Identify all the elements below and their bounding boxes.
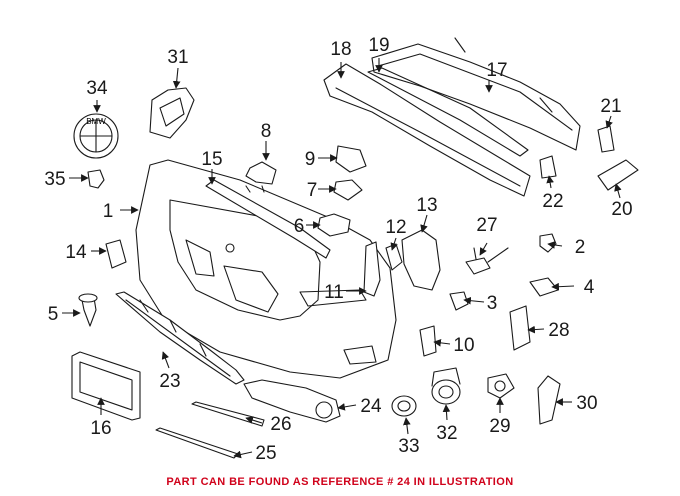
callout-35: 35 (44, 169, 65, 190)
callout-18: 18 (330, 39, 351, 60)
part-9-cap (335, 145, 367, 173)
callout-33: 33 (398, 436, 419, 457)
callout-7: 7 (307, 180, 318, 201)
callout-30: 30 (576, 393, 597, 414)
emblem-text: BMW (86, 117, 106, 126)
part-10-reflector (419, 325, 437, 357)
part-2-bolt (539, 233, 557, 253)
part-28-trim (509, 305, 531, 351)
callout-28: 28 (548, 320, 569, 341)
leader-lines (62, 58, 622, 459)
part-20-strip (597, 159, 639, 191)
callout-3: 3 (487, 293, 498, 314)
callout-15: 15 (201, 149, 222, 170)
callout-12: 12 (385, 217, 406, 238)
callout-6: 6 (294, 216, 305, 237)
part-26-strip (191, 401, 265, 427)
callout-24: 24 (360, 396, 382, 417)
part-31-bracket (149, 87, 195, 139)
callout-23: 23 (159, 371, 180, 392)
callout-20: 20 (611, 199, 632, 220)
callout-5: 5 (48, 304, 59, 325)
part-25-strip (155, 427, 239, 459)
callout-22: 22 (542, 191, 563, 212)
callout-10: 10 (453, 335, 474, 356)
part-3-clip (449, 291, 469, 311)
callout-19: 19 (368, 35, 389, 56)
callout-9: 9 (305, 149, 316, 170)
callout-2: 2 (575, 237, 586, 258)
callout-4: 4 (584, 277, 595, 298)
part-34-emblem: BMW (73, 113, 119, 159)
part-23-lower-grille (115, 291, 245, 385)
callout-17: 17 (486, 60, 507, 81)
part-5-rivet (78, 293, 98, 327)
callout-14: 14 (65, 242, 87, 263)
callout-31: 31 (167, 47, 188, 68)
part-11-bracket (363, 241, 381, 297)
callout-8: 8 (261, 121, 272, 142)
callout-11: 11 (324, 282, 344, 303)
part-27-sensor (465, 247, 509, 275)
callout-16: 16 (90, 418, 111, 439)
callout-34: 34 (86, 78, 108, 99)
reference-caption: PART CAN BE FOUND AS REFERENCE # 24 IN I… (166, 476, 514, 488)
callout-32: 32 (436, 423, 457, 444)
part-35-clip (87, 169, 105, 189)
part-29-bracket (487, 373, 515, 399)
part-18-energy-absorber (323, 63, 531, 197)
part-30-bracket (537, 375, 561, 425)
part-8-clip (245, 161, 277, 193)
callout-labels: 1 2 3 4 5 6 7 8 9 10 11 12 13 14 15 16 1… (44, 35, 632, 464)
callout-27: 27 (476, 215, 497, 236)
part-21-bracket (597, 125, 615, 153)
part-17-impact-bar (371, 37, 581, 151)
part-16-license-bracket (71, 351, 141, 421)
callout-1: 1 (103, 201, 114, 222)
part-24-fog-lamp-trim (243, 379, 341, 423)
part-32-sensor (431, 367, 461, 405)
part-14-bracket (105, 239, 127, 269)
callout-26: 26 (270, 414, 291, 435)
part-33-grommet (391, 395, 417, 417)
part-7-bracket (333, 179, 363, 201)
callout-25: 25 (255, 443, 276, 464)
part-13-bracket (401, 229, 441, 291)
callout-13: 13 (416, 195, 437, 216)
part-22-bracket (539, 155, 557, 179)
callout-29: 29 (489, 416, 510, 437)
callout-21: 21 (600, 96, 621, 117)
